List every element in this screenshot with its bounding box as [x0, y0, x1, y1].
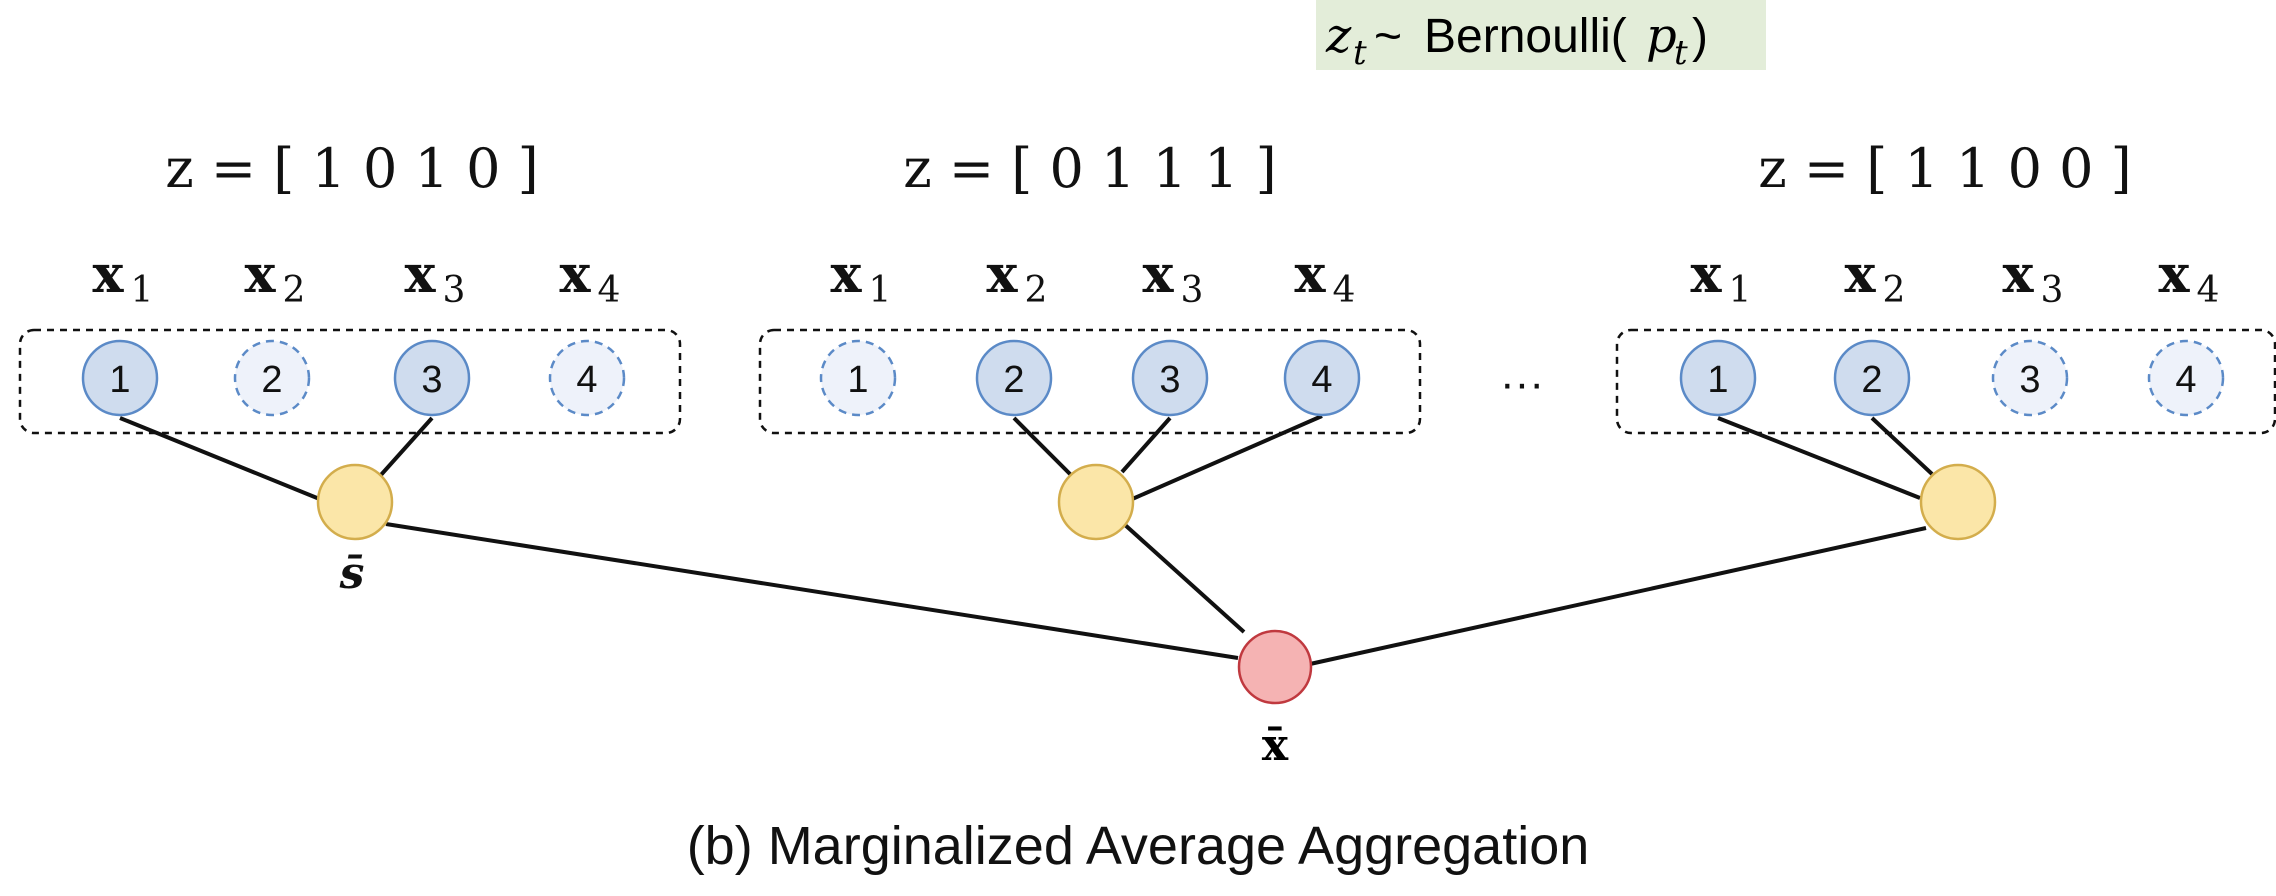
input-symbol: x [2158, 244, 2190, 305]
node-number: 4 [576, 359, 597, 401]
formula-param-sub: t [1674, 33, 1688, 73]
edge [1120, 416, 1172, 474]
unselected-node [1991, 339, 2069, 417]
edge [1129, 414, 1323, 502]
input-symbol: x [1142, 244, 1174, 305]
edge [1309, 526, 1927, 666]
unselected-node [2147, 339, 2225, 417]
input-symbol: x [2002, 244, 2034, 305]
unselected-node [548, 339, 626, 417]
node-number: 4 [2175, 359, 2196, 401]
input-symbol-subscript: 4 [1333, 270, 1356, 311]
caption: (b) Marginalized Average Aggregation [687, 816, 1590, 876]
edge [385, 522, 1239, 660]
input-symbol: x [559, 244, 591, 305]
aggregate-node [1919, 463, 1997, 541]
node-number: 2 [1003, 359, 1024, 401]
mask-label: z = [ 1 1 0 0 ] [1758, 137, 2131, 200]
selected-node [1283, 339, 1361, 417]
edge [119, 416, 323, 502]
formula-var: z [1325, 8, 1352, 64]
node-number: 1 [1707, 359, 1728, 401]
unselected-node [819, 339, 897, 417]
aggregate-node [316, 463, 394, 541]
mask-label: z = [ 0 1 1 1 ] [903, 137, 1276, 200]
formula-dist: Bernoulli( [1424, 10, 1627, 63]
node-number: 3 [421, 359, 442, 401]
node-number: 2 [261, 359, 282, 401]
node-number: 1 [109, 359, 130, 401]
formula-param: p [1646, 8, 1677, 64]
node-number: 2 [1861, 359, 1882, 401]
selected-node [975, 339, 1053, 417]
mask-label: z = [ 1 0 1 0 ] [165, 137, 538, 200]
output-node [1237, 629, 1313, 705]
edge [1122, 522, 1246, 634]
formula-var-sub: t [1353, 33, 1367, 73]
output-label: x̄ [1262, 720, 1289, 771]
edge [1717, 416, 1921, 500]
input-symbol-subscript: 2 [283, 270, 306, 311]
input-symbol: x [830, 244, 862, 305]
formula-sep: ~ [1374, 10, 1402, 63]
edge [378, 416, 434, 478]
input-symbol: x [1690, 244, 1722, 305]
node-number: 3 [1159, 359, 1180, 401]
aggregate-node [1057, 463, 1135, 541]
input-symbol-subscript: 3 [443, 270, 466, 311]
node-number: 3 [2019, 359, 2040, 401]
unselected-node [233, 339, 311, 417]
input-symbol: x [92, 244, 124, 305]
input-symbol-subscript: 3 [1181, 270, 1204, 311]
edge [1012, 416, 1074, 478]
input-symbol-subscript: 3 [2041, 270, 2064, 311]
input-symbol: x [404, 244, 436, 305]
input-symbol: x [986, 244, 1018, 305]
selected-node [1131, 339, 1209, 417]
selected-node [393, 339, 471, 417]
formula-close: ) [1692, 10, 1708, 63]
group-box [18, 328, 682, 435]
node-number: 4 [1311, 359, 1332, 401]
group-box [758, 328, 1422, 435]
selected-node [1679, 339, 1757, 417]
input-symbol-subscript: 4 [598, 270, 621, 311]
input-symbol-subscript: 1 [1729, 270, 1752, 311]
aggregate-label: s̄ [339, 548, 365, 599]
node-number: 1 [847, 359, 868, 401]
selected-node [1833, 339, 1911, 417]
input-symbol-subscript: 2 [1883, 270, 1906, 311]
formula-highlight [1316, 0, 1766, 70]
input-symbol: x [1294, 244, 1326, 305]
ellipsis: ··· [1500, 359, 1544, 408]
group-box [1615, 328, 2276, 435]
input-symbol-subscript: 1 [869, 270, 892, 311]
input-symbol-subscript: 1 [131, 270, 154, 311]
selected-node [81, 339, 159, 417]
input-symbol-subscript: 4 [2197, 270, 2220, 311]
edge [1870, 416, 1934, 476]
input-symbol: x [244, 244, 276, 305]
input-symbol-subscript: 2 [1025, 270, 1048, 311]
edges [119, 414, 1934, 666]
input-symbol: x [1844, 244, 1876, 305]
